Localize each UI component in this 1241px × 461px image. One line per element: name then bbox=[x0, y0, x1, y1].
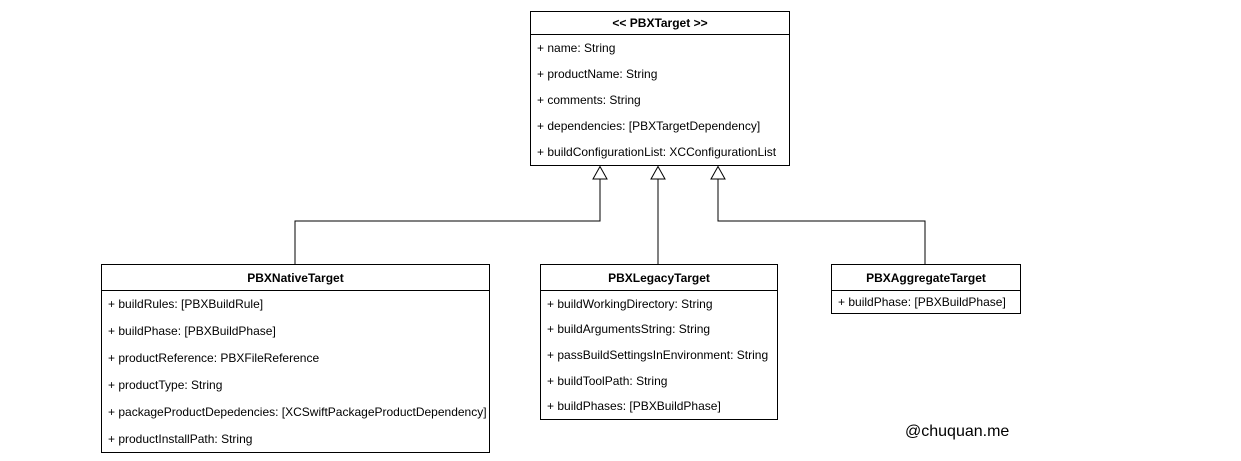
hollow-triangle-icon bbox=[592, 165, 608, 180]
class-title-pbxaggregatetarget: PBXAggregateTarget bbox=[832, 265, 1020, 291]
inheritance-arrow-native-to-target bbox=[294, 165, 608, 264]
class-attribute: + buildPhases: [PBXBuildPhase] bbox=[547, 399, 721, 414]
class-title-pbxtarget: << PBXTarget >> bbox=[531, 12, 789, 35]
class-attribute: + buildConfigurationList: XCConfiguratio… bbox=[537, 145, 777, 159]
class-attribute: + productReference: PBXFileReference bbox=[108, 351, 320, 366]
class-attribute: + dependencies: [PBXTargetDependency] bbox=[537, 119, 761, 133]
class-attribute: + productType: String bbox=[108, 377, 223, 392]
class-attribute: + comments: String bbox=[537, 93, 641, 107]
class-attributes-pbxlegacytarget: + buildWorkingDirectory: String + buildA… bbox=[541, 291, 777, 419]
class-attribute: + buildPhase: [PBXBuildPhase] bbox=[108, 324, 276, 339]
class-attribute: + name: String bbox=[537, 41, 616, 55]
class-attributes-pbxnativetarget: + buildRules: [PBXBuildRule] + buildPhas… bbox=[102, 291, 489, 452]
hollow-triangle-icon bbox=[710, 165, 726, 180]
class-attribute: + buildPhase: [PBXBuildPhase] bbox=[838, 295, 1006, 309]
class-box-pbxaggregatetarget: PBXAggregateTarget + buildPhase: [PBXBui… bbox=[831, 264, 1021, 314]
class-attribute: + productName: String bbox=[537, 67, 658, 81]
class-attribute: + buildWorkingDirectory: String bbox=[547, 296, 713, 311]
class-attribute: + buildToolPath: String bbox=[547, 373, 668, 388]
class-title-pbxnativetarget: PBXNativeTarget bbox=[102, 265, 489, 291]
class-attribute: + buildArgumentsString: String bbox=[547, 322, 711, 337]
class-box-pbxlegacytarget: PBXLegacyTarget + buildWorkingDirectory:… bbox=[540, 264, 778, 420]
inheritance-arrow-aggregate-to-target bbox=[710, 165, 926, 264]
class-attribute: + passBuildSettingsInEnvironment: String bbox=[547, 347, 769, 362]
inheritance-arrow-legacy-to-target bbox=[650, 165, 666, 264]
class-attributes-pbxtarget: + name: String + productName: String + c… bbox=[531, 35, 789, 165]
class-attribute: + productInstallPath: String bbox=[108, 431, 253, 446]
class-attributes-pbxaggregatetarget: + buildPhase: [PBXBuildPhase] bbox=[832, 291, 1020, 313]
class-box-pbxnativetarget: PBXNativeTarget + buildRules: [PBXBuildR… bbox=[101, 264, 490, 453]
class-attribute: + buildRules: [PBXBuildRule] bbox=[108, 297, 264, 312]
class-attribute: + packageProductDepedencies: [XCSwiftPac… bbox=[108, 404, 487, 419]
watermark-text: @chuquan.me bbox=[905, 423, 1010, 440]
hollow-triangle-icon bbox=[650, 165, 666, 180]
class-box-pbxtarget: << PBXTarget >> + name: String + product… bbox=[530, 11, 790, 166]
class-title-pbxlegacytarget: PBXLegacyTarget bbox=[541, 265, 777, 291]
